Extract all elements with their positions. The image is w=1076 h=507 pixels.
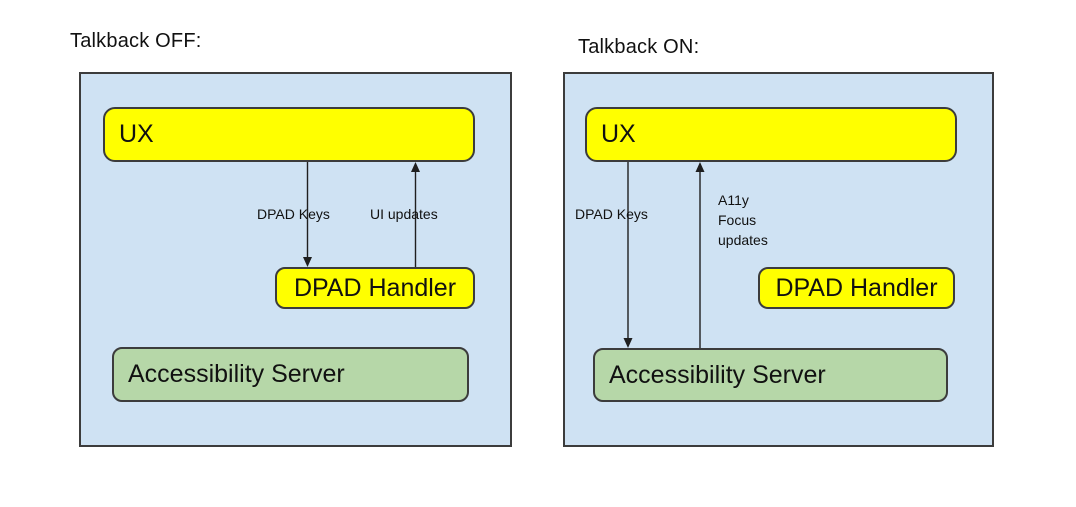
ux-box-off: UX: [103, 107, 475, 162]
dpad-keys-label-on: DPAD Keys: [575, 206, 648, 222]
ux-box-on-label: UX: [601, 120, 636, 148]
dpad-handler-box-on: DPAD Handler: [758, 267, 955, 309]
accessibility-server-box-off-label: Accessibility Server: [128, 360, 345, 388]
dpad-handler-box-on-label: DPAD Handler: [775, 273, 938, 302]
accessibility-server-box-on-label: Accessibility Server: [609, 360, 826, 389]
accessibility-server-box-off: Accessibility Server: [112, 347, 469, 402]
dpad-handler-box-off-label: DPAD Handler: [293, 273, 457, 302]
talkback-on-title: Talkback ON:: [578, 36, 700, 58]
talkback-off-title: Talkback OFF:: [70, 30, 202, 52]
accessibility-server-box-on: Accessibility Server: [593, 348, 948, 402]
a11y-focus-updates-label-on: A11y Focus updates: [718, 192, 768, 248]
ux-box-on: UX: [585, 107, 957, 162]
ux-box-off-label: UX: [119, 120, 154, 148]
ui-updates-label-off: UI updates: [370, 206, 438, 222]
dpad-keys-label-off: DPAD Keys: [257, 206, 330, 222]
dpad-handler-box-off: DPAD Handler: [275, 267, 475, 309]
